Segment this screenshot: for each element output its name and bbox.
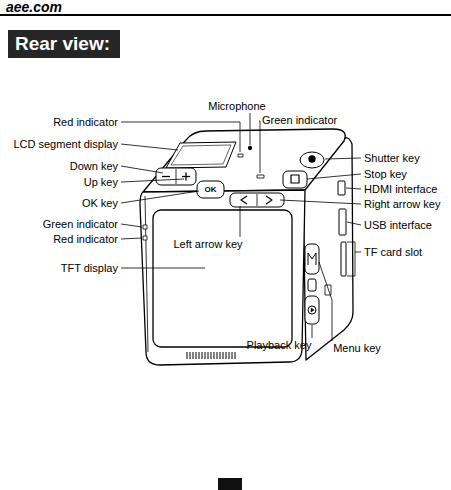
part-label: Up key: [84, 176, 118, 189]
part-label: Red indicator: [53, 116, 118, 129]
site-name: aee.com: [6, 0, 62, 15]
leader-lines: [121, 113, 361, 341]
part-label: Right arrow key: [364, 198, 440, 211]
part-label: LCD segment display: [13, 138, 118, 151]
part-label: Stop key: [364, 168, 407, 181]
part-label: Green indicator: [43, 218, 118, 231]
part-label: Left arrow key: [171, 238, 244, 251]
part-label: Shutter key: [364, 152, 420, 165]
page-number-box: [218, 478, 242, 490]
part-label: USB interface: [364, 219, 432, 232]
part-label: Red indicator: [53, 233, 118, 246]
part-label: Down key: [70, 160, 118, 173]
part-label: Menu key: [333, 342, 381, 355]
key-legend: OK: [205, 185, 217, 194]
section-heading: Rear view:: [15, 33, 113, 55]
heading-band: Rear view:: [8, 30, 120, 58]
part-label: Green indicator: [262, 114, 337, 127]
part-label: TFT display: [61, 262, 118, 275]
header-rule: [0, 14, 451, 16]
camera-body: [140, 129, 353, 365]
part-label: Microphone: [208, 100, 265, 113]
part-label: Playback key: [247, 339, 312, 352]
part-label: TF card slot: [364, 246, 422, 259]
part-label: OK key: [82, 197, 118, 210]
part-label: HDMI interface: [364, 183, 437, 196]
